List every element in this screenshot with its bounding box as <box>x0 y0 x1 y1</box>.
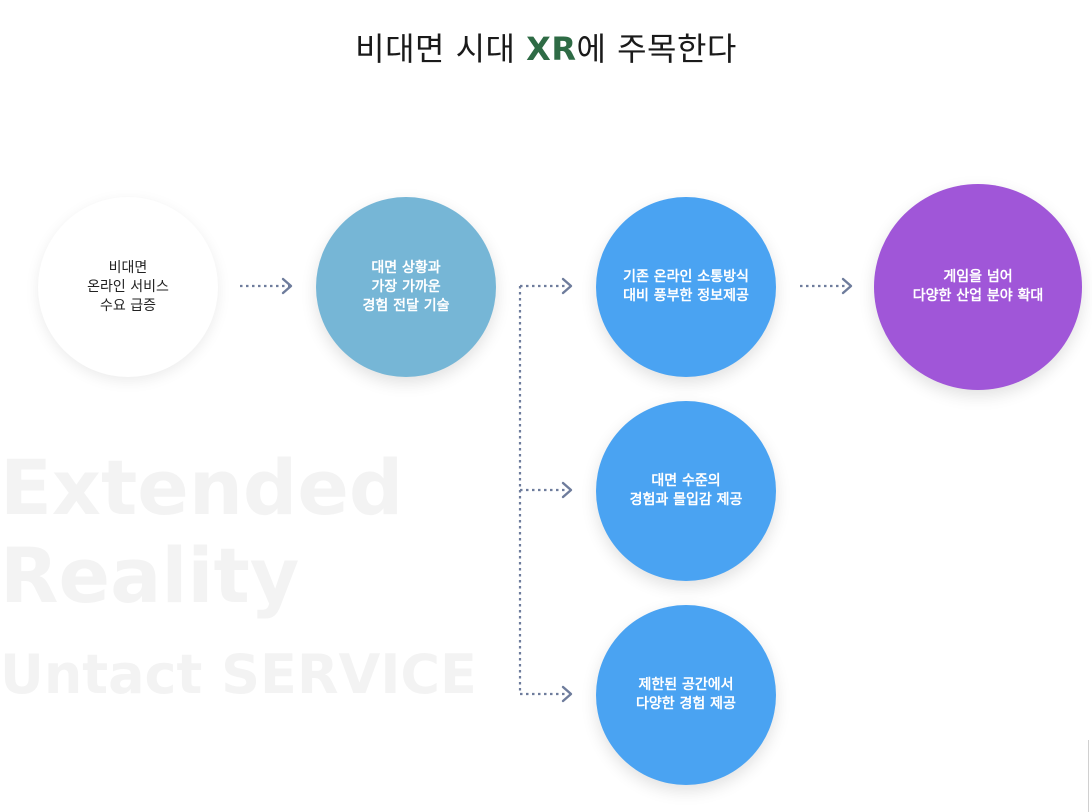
node-rich-information: 기존 온라인 소통방식 대비 풍부한 정보제공 <box>596 197 776 377</box>
node-xr-technology: 대면 상황과 가장 가까운 경험 전달 기술 <box>316 197 496 377</box>
arrowhead-4 <box>561 685 573 703</box>
node-untact-demand: 비대면 온라인 서비스 수요 급증 <box>38 197 218 377</box>
background-text-untact: Untact SERVICE <box>0 643 477 706</box>
title-prefix: 비대면 시대 <box>355 30 527 68</box>
title-accent: XR <box>526 30 577 68</box>
arrowhead-1 <box>281 277 293 295</box>
page-title: 비대면 시대 XR에 주목한다 <box>0 24 1092 70</box>
arrowhead-3 <box>561 481 573 499</box>
scrollbar-edge <box>1088 740 1092 812</box>
title-suffix: 에 주목한다 <box>576 30 737 68</box>
node-immersion: 대면 수준의 경험과 몰입감 제공 <box>596 401 776 581</box>
node-diverse-experience: 제한된 공간에서 다양한 경험 제공 <box>596 605 776 785</box>
arrowhead-5 <box>841 277 853 295</box>
background-text-extended: Extended <box>0 443 404 532</box>
node-diverse-experience-label: 제한된 공간에서 다양한 경험 제공 <box>636 677 736 712</box>
background-text-reality: Reality <box>0 531 300 620</box>
node-xr-technology-label: 대면 상황과 가장 가까운 경험 전달 기술 <box>362 259 450 314</box>
node-immersion-label: 대면 수준의 경험과 몰입감 제공 <box>629 473 743 508</box>
arrowhead-2 <box>561 277 573 295</box>
node-rich-information-label: 기존 온라인 소통방식 대비 풍부한 정보제공 <box>623 269 749 304</box>
node-industry-expansion-label: 게임을 넘어 다양한 산업 분야 확대 <box>912 269 1044 304</box>
node-untact-demand-label: 비대면 온라인 서비스 수요 급증 <box>87 259 169 314</box>
node-industry-expansion: 게임을 넘어 다양한 산업 분야 확대 <box>874 184 1082 390</box>
